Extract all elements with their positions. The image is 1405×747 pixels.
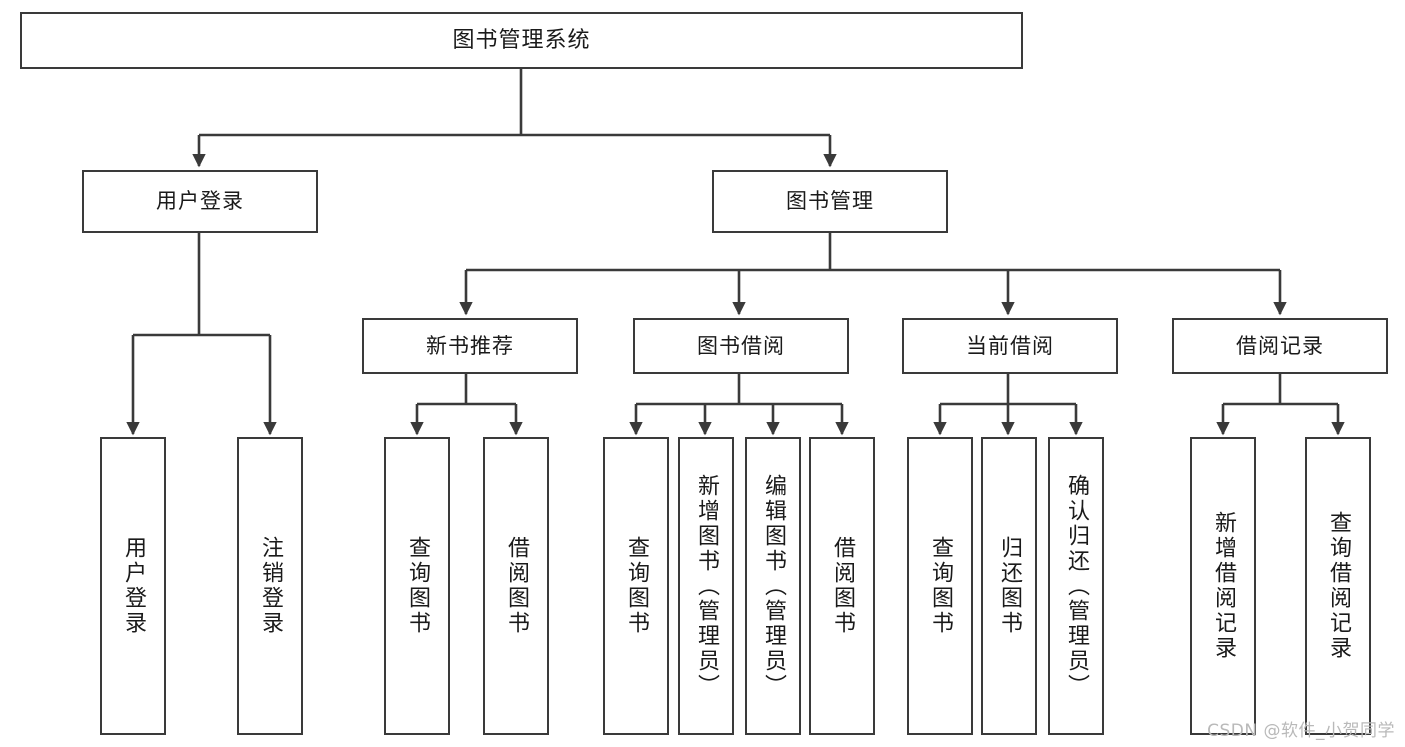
leaf-add-book[interactable]: 新增图书（管理员） — [678, 437, 734, 735]
leaf-query-book-2-label: 查询图书 — [624, 536, 649, 636]
node-book-manage[interactable]: 图书管理 — [712, 170, 948, 233]
leaf-query-book-2[interactable]: 查询图书 — [603, 437, 669, 735]
node-root[interactable]: 图书管理系统 — [20, 12, 1023, 69]
node-borrow-record[interactable]: 借阅记录 — [1172, 318, 1388, 374]
node-user-login[interactable]: 用户登录 — [82, 170, 318, 233]
leaf-borrow-book-2[interactable]: 借阅图书 — [809, 437, 875, 735]
leaf-confirm-return-label: 确认归还（管理员） — [1064, 473, 1089, 699]
leaf-query-record[interactable]: 查询借阅记录 — [1305, 437, 1371, 735]
node-current-borrow[interactable]: 当前借阅 — [902, 318, 1118, 374]
node-root-label: 图书管理系统 — [452, 27, 591, 53]
leaf-borrow-book-2-label: 借阅图书 — [830, 536, 855, 636]
leaf-query-book-1-label: 查询图书 — [405, 536, 430, 636]
node-user-login-label: 用户登录 — [156, 189, 244, 214]
node-book-borrow-label: 图书借阅 — [697, 333, 785, 358]
leaf-return-book-label: 归还图书 — [997, 536, 1022, 636]
leaf-borrow-book-1-label: 借阅图书 — [504, 536, 529, 636]
node-book-manage-label: 图书管理 — [786, 189, 874, 214]
csdn-watermark: CSDN @软件_小贺同学 — [1207, 721, 1395, 741]
leaf-logout[interactable]: 注销登录 — [237, 437, 303, 735]
node-new-book-rec-label: 新书推荐 — [426, 333, 514, 358]
leaf-edit-book[interactable]: 编辑图书（管理员） — [745, 437, 801, 735]
leaf-add-record-label: 新增借阅记录 — [1211, 511, 1236, 661]
leaf-query-record-label: 查询借阅记录 — [1326, 511, 1351, 661]
node-new-book-rec[interactable]: 新书推荐 — [362, 318, 578, 374]
leaf-return-book[interactable]: 归还图书 — [981, 437, 1037, 735]
leaf-confirm-return[interactable]: 确认归还（管理员） — [1048, 437, 1104, 735]
leaf-add-book-label: 新增图书（管理员） — [694, 473, 719, 699]
leaf-logout-label: 注销登录 — [258, 536, 283, 636]
leaf-user-login[interactable]: 用户登录 — [100, 437, 166, 735]
leaf-query-book-1[interactable]: 查询图书 — [384, 437, 450, 735]
leaf-borrow-book-1[interactable]: 借阅图书 — [483, 437, 549, 735]
leaf-query-book-3-label: 查询图书 — [928, 536, 953, 636]
node-book-borrow[interactable]: 图书借阅 — [633, 318, 849, 374]
leaf-edit-book-label: 编辑图书（管理员） — [761, 473, 786, 699]
node-current-borrow-label: 当前借阅 — [966, 333, 1054, 358]
leaf-add-record[interactable]: 新增借阅记录 — [1190, 437, 1256, 735]
leaf-user-login-label: 用户登录 — [121, 536, 146, 636]
node-borrow-record-label: 借阅记录 — [1236, 333, 1324, 358]
leaf-query-book-3[interactable]: 查询图书 — [907, 437, 973, 735]
